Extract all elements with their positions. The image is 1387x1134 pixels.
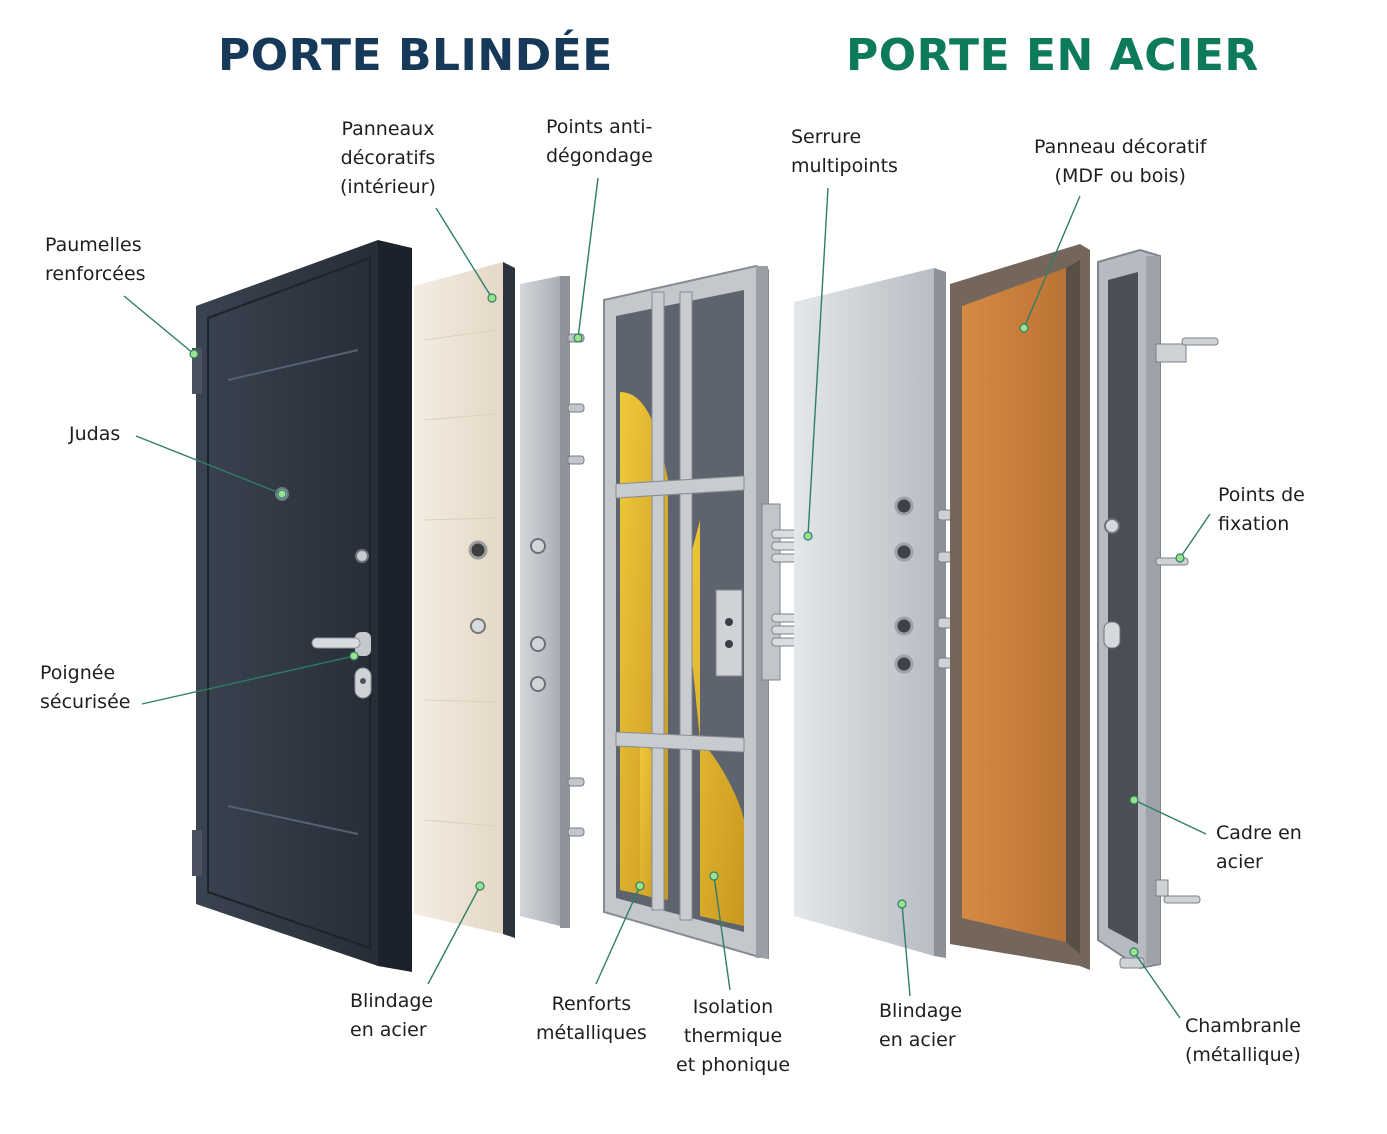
- handle-icon: [311, 637, 361, 649]
- label-anti-degondage: Points anti-dégondage: [546, 116, 653, 167]
- title-porte-acier: PORTE EN ACIER: [846, 30, 1259, 81]
- callout-lines: [123, 177, 1211, 1019]
- label-judas: Judas: [69, 423, 121, 445]
- steel-door-panel: [794, 268, 953, 958]
- reinforcement-frame-insulation: [603, 264, 813, 960]
- label-chambranle: Chambranle(métallique): [1185, 1015, 1301, 1066]
- title-porte-blindee: PORTE BLINDÉE: [218, 30, 613, 81]
- steel-door-frame: [1097, 248, 1219, 970]
- dark-exterior-door: [192, 240, 412, 972]
- hinge-bottom-icon: [192, 830, 202, 876]
- wood-decorative-panel: [950, 244, 1090, 970]
- interior-decorative-panel: [414, 262, 515, 938]
- callout-dots: [189, 293, 1185, 957]
- hinge-top-icon: [192, 348, 202, 394]
- steel-sheet-anti-degondage: [520, 276, 585, 928]
- label-panneau-decoratif-mdf: Panneau décoratif(MDF ou bois): [1034, 136, 1207, 187]
